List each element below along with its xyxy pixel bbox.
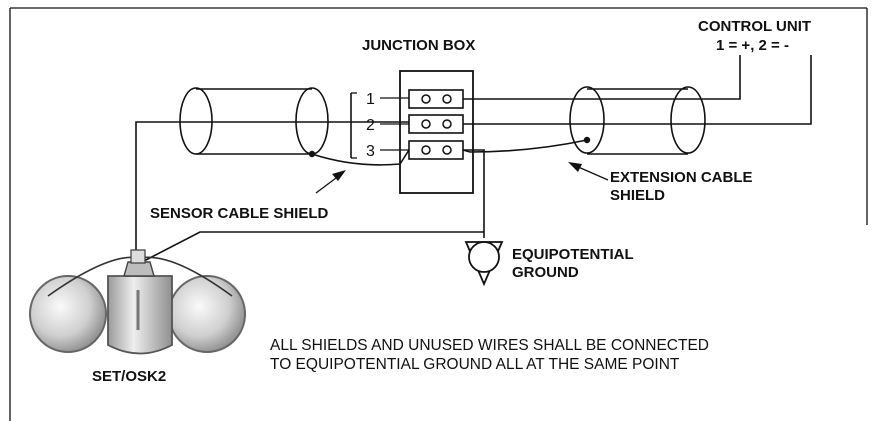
ground-label-2: GROUND [512,264,579,281]
extension-shield-label-1: EXTENSION CABLE [610,169,753,186]
extension-shield-label-2: SHIELD [610,187,665,204]
arrow-extension-shield [568,162,609,181]
terminal-number-3: 3 [366,143,375,160]
note-line-1: ALL SHIELDS AND UNUSED WIRES SHALL BE CO… [270,337,709,354]
terminal-block-2 [408,114,464,134]
frame [9,7,868,421]
control-unit-polarity: 1 = +, 2 = - [716,37,789,54]
arrow-sensor-shield [315,170,346,194]
terminal-block-3 [408,140,464,160]
ground-icon [464,241,504,287]
terminal-block-1 [408,89,464,109]
sensor-shield-label: SENSOR CABLE SHIELD [150,205,329,222]
junction-box-title: JUNCTION BOX [362,37,475,54]
sensor-name: SET/OSK2 [92,368,166,385]
ground-label-1: EQUIPOTENTIAL [512,246,634,263]
extension-cable [462,55,812,155]
control-unit-title: CONTROL UNIT [698,18,811,35]
note-line-2: TO EQUIPOTENTIAL GROUND ALL AT THE SAME … [270,356,680,373]
junction-box [399,70,474,194]
terminal-number-1: 1 [366,91,375,108]
ground-wiring [141,149,485,263]
sensor-icon [29,249,246,355]
sensor-cable [135,87,410,250]
terminal-bracket [350,92,409,159]
terminal-number-2: 2 [366,117,375,134]
